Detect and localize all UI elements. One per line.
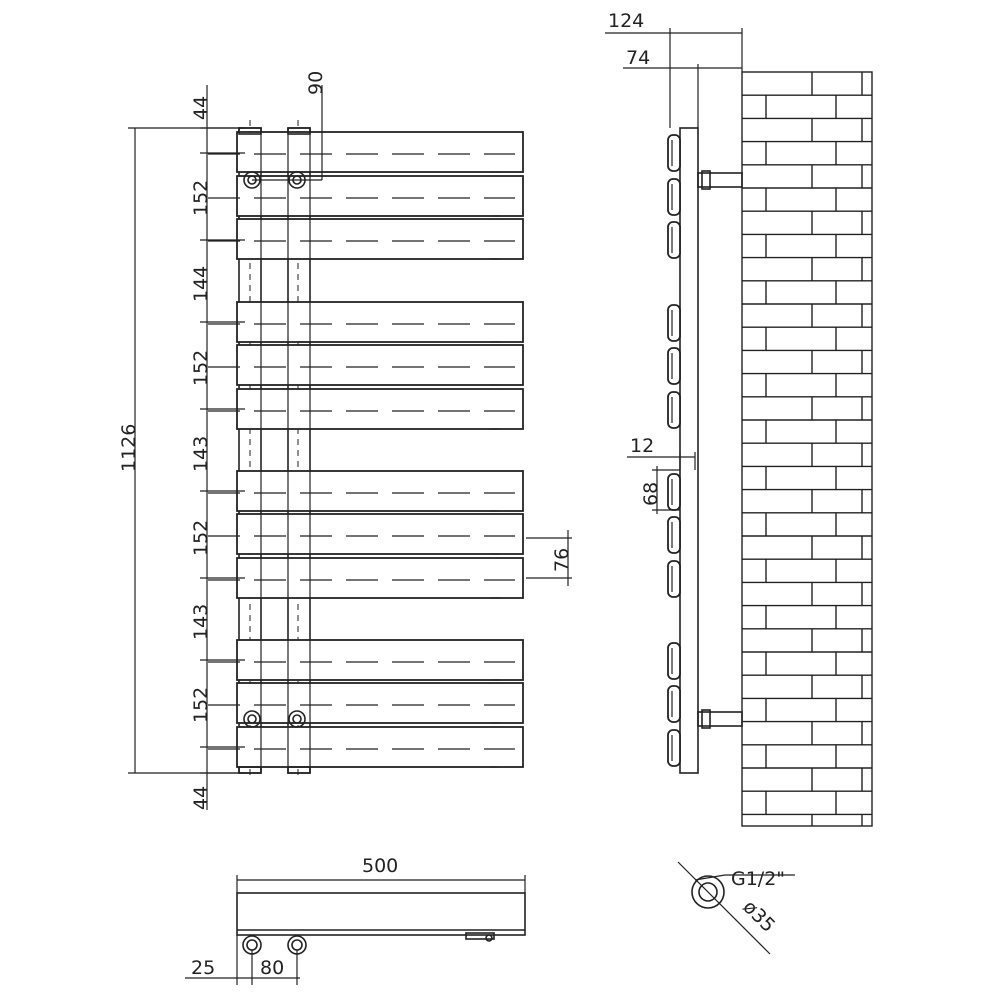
depth-dimensions: 124 74 <box>605 10 743 128</box>
panel-section-dimensions: 12 68 <box>627 435 696 514</box>
side-panel-3 <box>667 221 681 259</box>
side-panel-10 <box>667 642 681 680</box>
gap-2-label: 143 <box>190 436 212 472</box>
brick-wall <box>741 71 873 827</box>
bottom-offset-label: 44 <box>190 786 212 810</box>
gap-1-label: 144 <box>190 266 212 302</box>
pitch-2-label: 152 <box>190 350 212 386</box>
panel-6 <box>208 388 524 430</box>
pitch-4-label: 152 <box>190 687 212 723</box>
wall-brackets <box>697 170 743 729</box>
panel-section-label: 68 <box>640 482 662 506</box>
plan-width-label: 500 <box>362 855 398 877</box>
side-panel-7 <box>667 473 681 511</box>
bottom-left-connection <box>243 710 261 728</box>
panel-2 <box>208 175 524 217</box>
side-panel-11 <box>667 685 681 723</box>
side-panel-12 <box>667 729 681 767</box>
thread-size-label: G1/2" <box>731 868 785 890</box>
panel-9 <box>208 557 524 599</box>
panel-10 <box>208 639 524 681</box>
side-panel-6 <box>667 391 681 429</box>
valve-detail: G1/2" ø35 <box>677 861 795 955</box>
horizontal-panels <box>208 127 524 774</box>
edge-offset-label: 25 <box>191 957 215 979</box>
overall-depth-label: 124 <box>608 10 644 32</box>
front-view: 90 44 152 144 152 143 152 143 152 44 <box>118 71 573 810</box>
panel-1 <box>208 131 524 173</box>
bar-spacing-label: 90 <box>305 71 327 95</box>
panel-3 <box>208 218 524 260</box>
side-bar-profile <box>679 127 699 774</box>
panel-11 <box>208 682 524 724</box>
panel-height-label: 76 <box>551 548 573 572</box>
side-view: 124 74 12 68 <box>605 10 873 827</box>
panel-thickness-label: 12 <box>630 435 654 457</box>
overall-height-label: 1126 <box>118 424 140 472</box>
gap-3-label: 143 <box>190 604 212 640</box>
panel-7 <box>208 470 524 512</box>
bar-spacing-dimension: 90 <box>252 71 327 181</box>
panel-12 <box>208 726 524 768</box>
panel-5 <box>208 344 524 386</box>
plan-panel <box>236 892 526 936</box>
bottom-right-connection <box>288 710 306 728</box>
side-panel-profiles <box>667 134 681 767</box>
plan-view: 500 25 80 <box>185 855 526 985</box>
pipe-centres-label: 80 <box>260 957 284 979</box>
side-panel-5 <box>667 347 681 385</box>
panel-4 <box>208 301 524 343</box>
valve-outer-circle <box>691 875 725 909</box>
panel-height-dimension: 76 <box>526 530 573 586</box>
top-offset-label: 44 <box>190 96 212 120</box>
side-panel-4 <box>667 304 681 342</box>
valve-diameter-label: ø35 <box>738 896 779 937</box>
pitch-3-label: 152 <box>190 520 212 556</box>
side-panel-2 <box>667 178 681 216</box>
side-panel-9 <box>667 560 681 598</box>
valve-inner-circle <box>698 882 718 902</box>
side-panel-1 <box>667 134 681 172</box>
side-panel-8 <box>667 516 681 554</box>
wall-offset-label: 74 <box>626 47 650 69</box>
panel-8 <box>208 513 524 555</box>
left-dimension-chain: 44 152 144 152 143 152 143 152 44 <box>190 85 245 810</box>
pitch-1-label: 152 <box>190 180 212 216</box>
overall-height-dimension: 1126 <box>118 127 240 774</box>
